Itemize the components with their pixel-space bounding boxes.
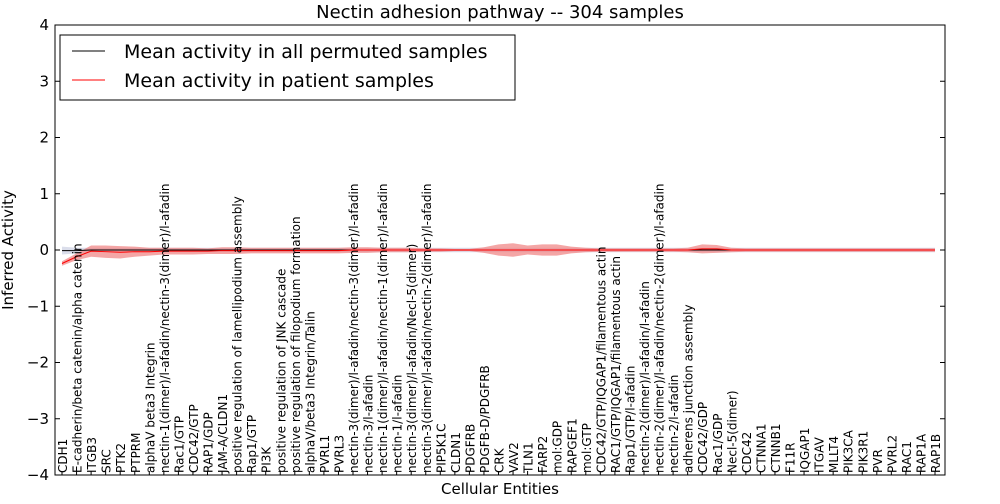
chart-title: Nectin adhesion pathway -- 304 samples <box>316 2 684 23</box>
x-tick-label: Rac1/GDP <box>711 414 725 473</box>
band-patient <box>62 243 935 266</box>
x-tick-label: positive regulation of JNK cascade <box>274 269 288 473</box>
y-axis-label: Inferred Activity <box>0 190 17 310</box>
x-tick-label: F11R <box>784 442 798 473</box>
confidence-bands <box>62 243 935 266</box>
x-tick-label: VAV2 <box>507 442 521 473</box>
x-tick-label: CDC42/GTP <box>187 404 201 473</box>
x-tick-label: Rac1/GTP <box>172 416 186 473</box>
x-tick-label: nectin-2(dimer)/l-afadin/l-afadin <box>638 281 652 473</box>
legend-label-permuted: Mean activity in all permuted samples <box>124 41 487 63</box>
x-tick-label: alphaV beta3 Integrin <box>143 342 157 473</box>
x-tick-label: nectin-1(dimer)/l-afadin/nectin-3(dimer)… <box>158 184 172 473</box>
legend-box <box>59 34 516 101</box>
x-tick-label: CRK <box>493 447 507 473</box>
x-tick-label: PDGFRB <box>463 424 477 473</box>
x-tick-label: nectin-3/l-afadin <box>362 375 376 473</box>
x-tick-label: RAPGEF1 <box>565 418 579 473</box>
x-tick-label: CTNNB1 <box>769 423 783 473</box>
x-tick-label: PTK2 <box>114 443 128 473</box>
x-tick-label: RAP1B <box>929 434 943 473</box>
x-tick-label: MLLT4 <box>827 436 841 473</box>
x-tick-label: Rap1/GTP/l-afadin <box>623 366 637 473</box>
y-tick-label: −3 <box>27 410 49 428</box>
x-tick-label: FARP2 <box>536 436 550 473</box>
x-tick-label: IQGAP1 <box>798 428 812 473</box>
x-tick-label: PI3K <box>260 446 274 473</box>
x-tick-label: RAC1/GTP/IQGAP1/filamentous actin <box>609 256 623 473</box>
legend: Mean activity in all permuted samples Me… <box>59 34 516 101</box>
x-tick-label: nectin-3(dimer)/l-afadin/Necl-5(dimer) <box>405 244 419 473</box>
series-lines <box>61 248 935 264</box>
x-tick-label: alphaV/beta3 Integrin/Talin <box>303 311 317 473</box>
x-tick-label: PIK3R1 <box>856 431 870 473</box>
y-tick-label: 1 <box>39 185 49 203</box>
x-tick-label: PVRL1 <box>318 435 332 473</box>
x-tick-label: ITGB3 <box>85 437 99 473</box>
x-tick-label: nectin-1/l-afadin <box>391 375 405 473</box>
x-tick-label: PVRL3 <box>332 435 346 473</box>
x-tick-label: mol:GTP <box>580 423 594 473</box>
x-tick-label: SRC <box>100 449 114 473</box>
legend-label-patient: Mean activity in patient samples <box>124 70 434 92</box>
x-tick-label: PIP5K1C <box>434 423 448 473</box>
x-tick-label: JAM-A/CLDN1 <box>216 394 230 474</box>
x-tick-label: PIK3CA <box>842 429 856 473</box>
x-tick-label: RAC1 <box>900 441 914 473</box>
x-tick-label: CDH1 <box>56 439 70 473</box>
x-tick-label: Necl-5(dimer) <box>725 390 739 473</box>
x-tick-label: E-cadherin/beta catenin/alpha catenin <box>71 243 85 473</box>
y-tick-label: 3 <box>39 72 49 90</box>
x-tick-label: PTPRM <box>129 433 143 474</box>
x-tick-label: RAP1/GDP <box>202 412 216 473</box>
x-tick-label: PDGFB-D/PDGFRB <box>478 365 492 473</box>
y-tick-label: −4 <box>27 466 49 484</box>
x-tick-label: TLN1 <box>522 442 536 474</box>
x-tick-label: PVRL2 <box>885 435 899 473</box>
y-tick-label: 0 <box>39 241 49 259</box>
x-tick-label: ITGAV <box>813 436 827 473</box>
x-tick-label: adherens junction assembly <box>682 304 696 473</box>
x-tick-label: nectin-1(dimer)/l-afadin/nectin-1(dimer)… <box>376 184 390 473</box>
x-tick-label: positive regulation of filopodium format… <box>289 216 303 473</box>
x-tick-label: CLDN1 <box>449 432 463 473</box>
x-axis-label: Cellular Entities <box>441 480 559 498</box>
line-patient <box>61 248 935 264</box>
x-tick-label: CTNNA1 <box>754 423 768 473</box>
x-tick-label: mol:GDP <box>551 421 565 473</box>
y-tick-label: 2 <box>39 129 49 147</box>
x-tick-label: positive regulation of lamellipodium ass… <box>231 196 245 473</box>
x-tick-label: nectin-2(dimer)/l-afadin/nectin-2(dimer)… <box>653 184 667 473</box>
x-tick-label: PVR <box>871 449 885 473</box>
x-tick-label: nectin-3(dimer)/l-afadin/nectin-3(dimer)… <box>347 184 361 473</box>
y-tick-label: −1 <box>27 297 49 315</box>
x-tick-label: nectin-2/l-afadin <box>667 375 681 473</box>
x-tick-label: CDC42 <box>740 432 754 473</box>
x-tick-label: CDC42/GTP/IQGAP1/filamentous actin <box>594 247 608 473</box>
x-tick-label: nectin-3(dimer)/l-afadin/nectin-2(dimer)… <box>420 184 434 473</box>
y-tick-label: −2 <box>27 354 49 372</box>
x-tick-label: CDC42/GDP <box>696 402 710 473</box>
y-tick-label: 4 <box>39 16 49 34</box>
y-axis: −4 −3 −2 −1 0 1 2 3 4 <box>27 16 945 484</box>
x-tick-label: Rap1/GTP <box>245 415 259 473</box>
x-tick-label: RAP1A <box>914 433 928 473</box>
